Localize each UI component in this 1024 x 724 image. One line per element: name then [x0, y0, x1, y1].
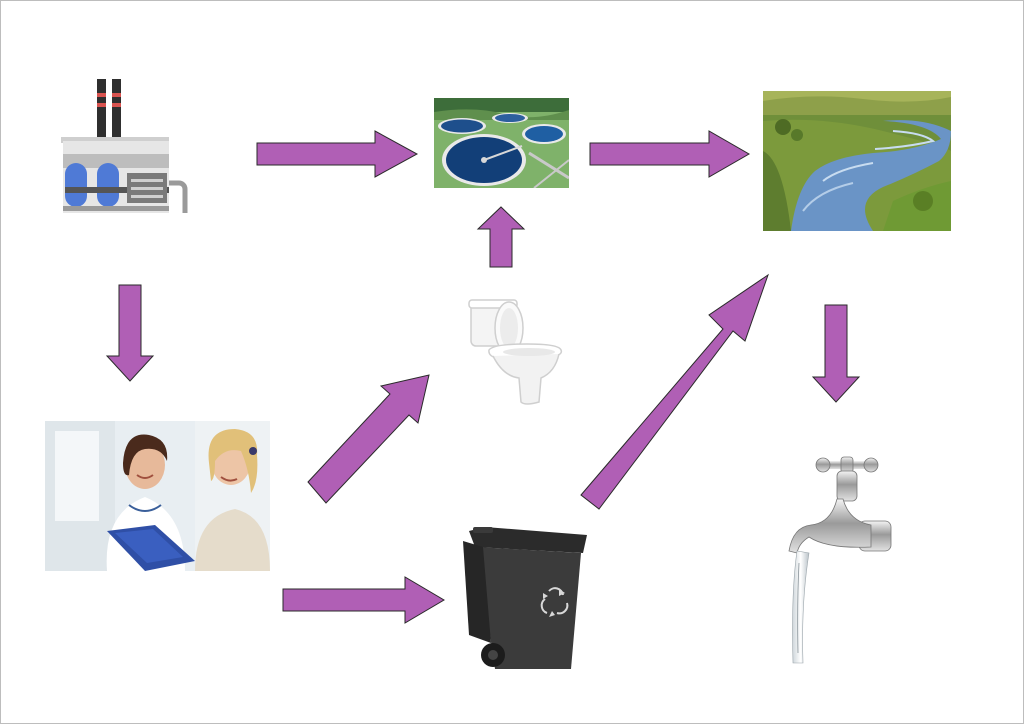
arrow-factory-to-treatment-plant	[256, 130, 419, 178]
water-treatment-plant-image	[434, 98, 569, 188]
arrow-healthcare-to-toilet	[307, 374, 430, 504]
water-tap-icon	[787, 453, 893, 665]
factory-icon	[61, 79, 191, 214]
river-landscape-image	[763, 91, 951, 231]
arrow-toilet-to-treatment-plant	[476, 206, 526, 268]
arrow-factory-to-healthcare	[105, 284, 155, 382]
doctor-and-patient-photo	[45, 421, 270, 571]
arrow-bin-to-river	[580, 273, 769, 510]
toilet-icon	[467, 298, 567, 408]
arrow-river-to-tap	[811, 304, 861, 403]
arrow-treatment-plant-to-river	[589, 130, 751, 178]
arrow-healthcare-to-bin	[282, 576, 445, 624]
recycling-bin-icon	[459, 523, 589, 673]
